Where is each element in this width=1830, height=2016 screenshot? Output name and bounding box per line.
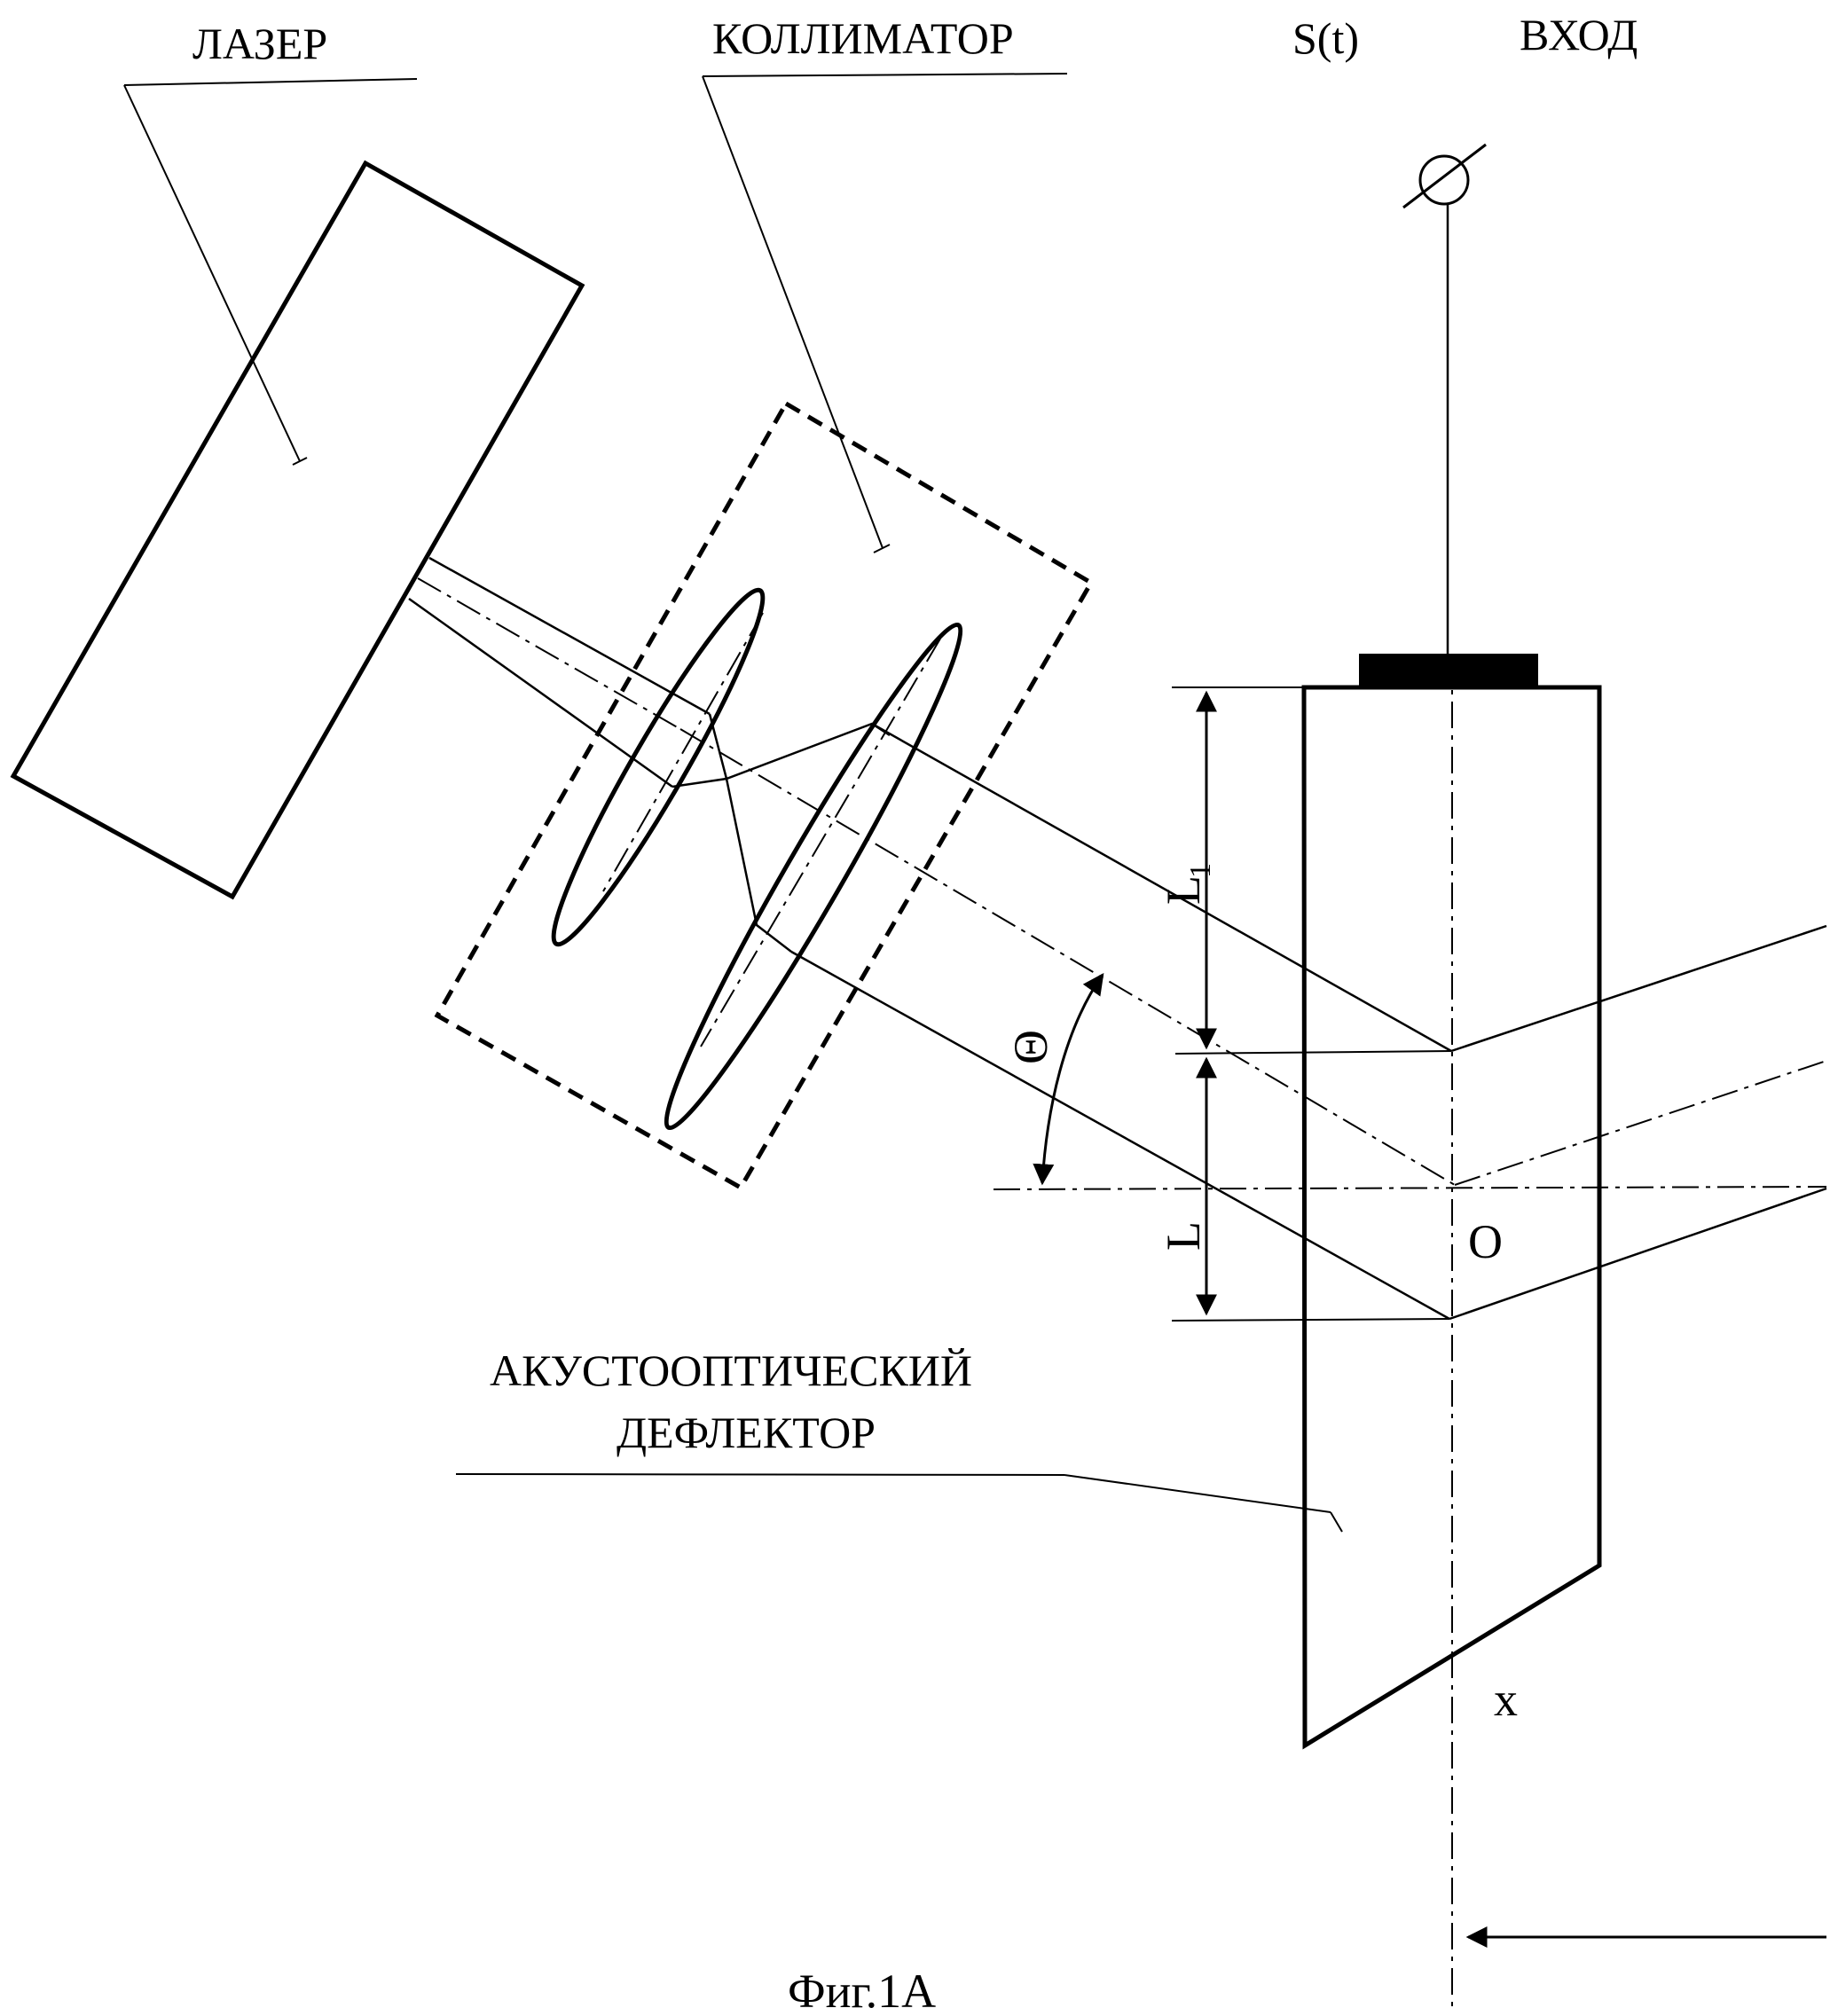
acousto-optic-crystal	[456, 654, 1599, 1745]
deflector-label-line1: АКУСТООПТИЧЕСКИЙ	[490, 1345, 972, 1395]
svg-text:1: 1	[1184, 863, 1217, 878]
axis-x-label: x	[1494, 1673, 1518, 1726]
input-label: ВХОД	[1520, 10, 1638, 59]
svg-text:L: L	[1157, 1221, 1210, 1251]
angle-label: Θ	[1004, 1030, 1057, 1064]
laser-output-beam	[409, 558, 710, 787]
dimension-l-label: L	[1157, 1221, 1210, 1251]
axis-lines	[994, 656, 1826, 2013]
input-terminal	[1403, 145, 1486, 654]
signal-label: S(t)	[1292, 13, 1359, 63]
svg-text:Θ: Θ	[1004, 1030, 1057, 1064]
dimension-l1-label: L 1	[1157, 863, 1217, 905]
laser-label: ЛАЗЕР	[192, 19, 327, 68]
origin-label: O	[1468, 1215, 1503, 1268]
collimator-housing	[437, 74, 1091, 1188]
figure-caption: Фиг.1А	[788, 1965, 936, 2016]
dimensions	[1172, 687, 1451, 1321]
angle-arc	[1042, 975, 1103, 1183]
collimated-beam	[680, 724, 1455, 1319]
lens-left	[533, 577, 783, 957]
deflected-beams	[1449, 926, 1826, 1319]
collimator-lenses	[533, 577, 983, 1141]
laser-body	[13, 79, 582, 897]
deflector-label-line2: ДЕФЛЕКТОР	[617, 1408, 876, 1457]
transducer	[1359, 654, 1538, 686]
collimator-label: КОЛЛИМАТОР	[712, 13, 1014, 63]
svg-text:L: L	[1157, 875, 1210, 905]
